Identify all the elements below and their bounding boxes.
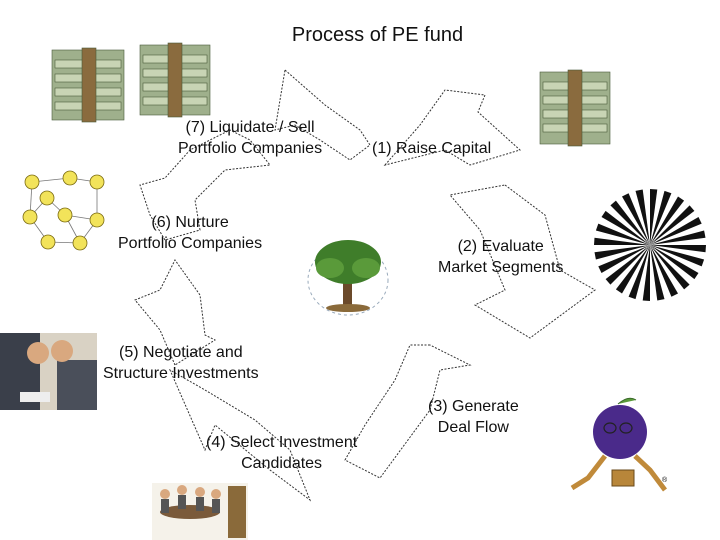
- sunburst-ray: [594, 237, 650, 245]
- sunburst-ray: [622, 193, 650, 245]
- sunburst-ray: [650, 245, 690, 290]
- negotiating-men-icon: [0, 333, 97, 410]
- money-stack-icon-left-2: [139, 42, 211, 118]
- step-5-line-2: Structure Investments: [103, 365, 259, 382]
- sunburst-ray: [650, 230, 706, 245]
- sunburst-ray: [650, 245, 705, 267]
- walking-character-icon: ®: [570, 397, 668, 492]
- step-6-line-2: Portfolio Companies: [118, 235, 263, 252]
- step-7-line-1: (7) Liquidate / Sell: [185, 119, 315, 136]
- sunburst-ray: [650, 190, 672, 245]
- sunburst-ray: [650, 217, 702, 245]
- step-7-line-2: Portfolio Companies: [178, 140, 323, 157]
- step-3-line-1: (3) Generate: [428, 398, 519, 415]
- step-6-line-1: (6) Nurture: [151, 214, 229, 231]
- money-stack-icon-left: [51, 47, 125, 123]
- step-5-label: (5) Negotiate and Structure Investments: [103, 342, 259, 384]
- sunburst-ray: [650, 245, 699, 280]
- sunburst-ray: [595, 223, 650, 245]
- sunburst-ray: [650, 205, 695, 245]
- cycle-arrow-6: [139, 129, 271, 241]
- money-stack-icon-right: [539, 69, 611, 147]
- cycle-arrow-5: [134, 259, 217, 366]
- sunburst-ray: [598, 245, 650, 273]
- smiley-faces: [22, 170, 105, 251]
- step-4-line-1: (4) Select Investment: [206, 434, 358, 451]
- svg-text:®: ®: [662, 476, 668, 484]
- cycle-arrow-2: [449, 184, 596, 339]
- step-7-label: (7) Liquidate / Sell Portfolio Companies: [178, 117, 322, 159]
- step-6-label: (6) Nurture Portfolio Companies: [118, 212, 262, 254]
- step-3-label: (3) Generate Deal Flow: [428, 396, 519, 438]
- business-meeting-icon: [152, 483, 248, 540]
- cycle-arrow-3: [344, 344, 472, 479]
- sunburst-ray: [650, 189, 658, 245]
- sunburst-ray: [650, 245, 665, 301]
- sunburst-ray: [635, 189, 650, 245]
- sunburst-ray: [650, 196, 685, 245]
- sunburst-ray: [601, 210, 650, 245]
- step-2-line-1: (2) Evaluate: [457, 238, 544, 255]
- cycle-arrow-1: [383, 89, 521, 166]
- step-4-line-2: Candidates: [241, 455, 323, 472]
- sunburst-ray: [610, 200, 650, 245]
- step-2-line-2: Market Segments: [438, 259, 564, 276]
- sunburst-ray: [642, 245, 650, 301]
- sunburst-ray: [650, 245, 678, 297]
- sunburst-ray: [650, 245, 706, 253]
- step-1-label: (1) Raise Capital: [372, 138, 491, 159]
- step-1-line-1: (1) Raise Capital: [372, 140, 492, 157]
- step-4-label: (4) Select Investment Candidates: [206, 432, 357, 474]
- step-3-line-2: Deal Flow: [437, 419, 509, 436]
- cycle-arrow-4: [168, 368, 312, 502]
- diagram-title: Process of PE fund: [291, 24, 464, 46]
- step-5-line-1: (5) Negotiate and: [118, 344, 243, 361]
- sunburst-ray: [605, 245, 650, 285]
- sunburst-ray: [615, 245, 650, 294]
- sunburst-ray: [628, 245, 650, 300]
- sunburst-ray: [594, 245, 650, 260]
- growing-tree-icon: [307, 240, 389, 316]
- cycle-arrow-7: [274, 69, 371, 161]
- radial-sunburst-icon: [594, 189, 706, 301]
- step-2-label: (2) Evaluate Market Segments: [438, 236, 563, 278]
